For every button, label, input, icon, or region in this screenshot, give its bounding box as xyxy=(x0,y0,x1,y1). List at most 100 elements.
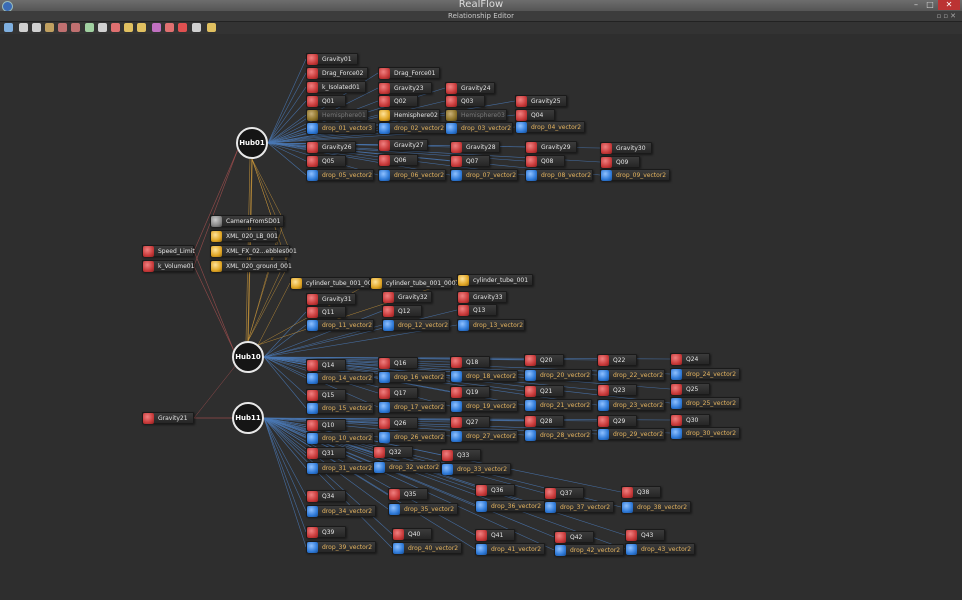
layout-icon[interactable] xyxy=(111,23,120,32)
node-q42[interactable]: Q42 xyxy=(554,531,594,543)
node-q12[interactable]: Q12 xyxy=(382,305,422,317)
node-drop07[interactable]: drop_07_vector2 xyxy=(450,169,518,181)
node-gravity29[interactable]: Gravity29 xyxy=(525,141,577,153)
node-q21[interactable]: Q21 xyxy=(524,385,564,397)
node-gravity27[interactable]: Gravity27 xyxy=(378,139,428,151)
maximize-button[interactable]: □ xyxy=(926,0,934,9)
axis-icon[interactable] xyxy=(207,23,216,32)
node-drop39[interactable]: drop_39_vector2 xyxy=(306,541,376,553)
save-icon[interactable] xyxy=(58,23,67,32)
node-q06[interactable]: Q06 xyxy=(378,154,418,166)
node-drop16[interactable]: drop_16_vector2 xyxy=(378,371,446,383)
redo-icon[interactable] xyxy=(19,23,28,32)
node-q39[interactable]: Q39 xyxy=(306,526,346,538)
node-q10[interactable]: Q10 xyxy=(306,419,346,431)
node-drop10[interactable]: drop_10_vector2 xyxy=(306,432,374,444)
node-hemi02[interactable]: Hemisphere02 xyxy=(378,109,440,121)
node-kisolated[interactable]: k_Isolated01 xyxy=(306,81,366,93)
node-q07[interactable]: Q07 xyxy=(450,155,490,167)
link-icon[interactable] xyxy=(124,23,133,32)
node-q16[interactable]: Q16 xyxy=(378,357,418,369)
node-drop24[interactable]: drop_24_vector2 xyxy=(670,368,740,380)
node-q28[interactable]: Q28 xyxy=(524,415,564,427)
node-drop26[interactable]: drop_26_vector2 xyxy=(378,431,446,443)
node-gravity23[interactable]: Gravity23 xyxy=(378,82,432,94)
node-q31[interactable]: Q31 xyxy=(306,447,346,459)
node-q13[interactable]: Q13 xyxy=(457,304,497,316)
node-q30[interactable]: Q30 xyxy=(670,414,710,426)
node-drop21[interactable]: drop_21_vector2 xyxy=(524,399,592,411)
close-button[interactable]: ✕ xyxy=(938,0,960,10)
hub-hub11[interactable]: Hub11 xyxy=(232,402,264,434)
node-drop37[interactable]: drop_37_vector2 xyxy=(544,501,614,513)
folder-icon[interactable] xyxy=(137,23,146,32)
node-gravity25[interactable]: Gravity25 xyxy=(515,95,567,107)
node-drop23[interactable]: drop_23_vector2 xyxy=(597,399,665,411)
node-gravity30[interactable]: Gravity30 xyxy=(600,142,652,154)
node-q25[interactable]: Q25 xyxy=(670,383,710,395)
node-q34[interactable]: Q34 xyxy=(306,490,346,502)
node-drop03[interactable]: drop_03_vector2 xyxy=(445,122,513,134)
node-drop27[interactable]: drop_27_vector2 xyxy=(450,430,518,442)
node-hemi01[interactable]: Hemisphere01 xyxy=(306,109,368,121)
node-drop22[interactable]: drop_22_vector2 xyxy=(597,369,665,381)
node-drop33[interactable]: drop_33_vector2 xyxy=(441,463,511,475)
node-q18[interactable]: Q18 xyxy=(450,356,490,368)
node-drop38[interactable]: drop_38_vector2 xyxy=(621,501,691,513)
node-q02[interactable]: Q02 xyxy=(378,95,418,107)
minimize-button[interactable]: – xyxy=(914,0,918,9)
node-drop17[interactable]: drop_17_vector2 xyxy=(378,401,446,413)
node-gravity31[interactable]: Gravity31 xyxy=(306,293,356,305)
node-kvolume[interactable]: k_Volume01 xyxy=(142,260,194,272)
node-drop19[interactable]: drop_19_vector2 xyxy=(450,400,518,412)
node-q29[interactable]: Q29 xyxy=(597,415,637,427)
refresh-icon[interactable] xyxy=(71,23,80,32)
node-gravity24[interactable]: Gravity24 xyxy=(445,82,495,94)
hub-hub01[interactable]: Hub01 xyxy=(236,127,268,159)
new-icon[interactable] xyxy=(32,23,41,32)
node-gravity01[interactable]: Gravity01 xyxy=(306,53,358,65)
node-drop20[interactable]: drop_20_vector2 xyxy=(524,369,592,381)
node-q01[interactable]: Q01 xyxy=(306,95,346,107)
grid-icon[interactable] xyxy=(192,23,201,32)
node-q41[interactable]: Q41 xyxy=(475,529,515,541)
node-drop25[interactable]: drop_25_vector2 xyxy=(670,397,740,409)
node-q08[interactable]: Q08 xyxy=(525,155,565,167)
node-dragforce02a[interactable]: Drag_Force02 xyxy=(306,67,368,79)
node-q23[interactable]: Q23 xyxy=(597,384,637,396)
node-q27[interactable]: Q27 xyxy=(450,416,490,428)
zoom-fit-icon[interactable] xyxy=(85,23,94,32)
node-cyl001[interactable]: cylinder_tube_001 xyxy=(457,274,533,286)
node-dragforce02b[interactable]: Drag_Force01 xyxy=(378,67,440,79)
node-xmlfx02[interactable]: XML_FX_02...ebbles001 xyxy=(210,245,297,257)
node-xml020ground[interactable]: XML_020_ground_001 xyxy=(210,260,292,272)
node-drop11[interactable]: drop_11_vector2 xyxy=(306,319,374,331)
node-gravity33[interactable]: Gravity33 xyxy=(457,291,507,303)
node-q32[interactable]: Q32 xyxy=(373,446,413,458)
node-drop42[interactable]: drop_42_vector2 xyxy=(554,544,624,556)
undo-icon[interactable] xyxy=(4,23,13,32)
node-drop14[interactable]: drop_14_vector2 xyxy=(306,372,374,384)
connect-icon[interactable] xyxy=(152,23,161,32)
node-drop06[interactable]: drop_06_vector2 xyxy=(378,169,446,181)
node-q19[interactable]: Q19 xyxy=(450,386,490,398)
node-hemi03[interactable]: Hemisphere03 xyxy=(445,109,507,121)
node-q26[interactable]: Q26 xyxy=(378,417,418,429)
node-q15[interactable]: Q15 xyxy=(306,389,346,401)
node-drop08[interactable]: drop_08_vector2 xyxy=(525,169,593,181)
node-drop35[interactable]: drop_35_vector2 xyxy=(388,503,458,515)
node-q20[interactable]: Q20 xyxy=(524,354,564,366)
node-drop02[interactable]: drop_02_vector2 xyxy=(378,122,446,134)
node-q04[interactable]: Q04 xyxy=(515,109,555,121)
node-q03[interactable]: Q03 xyxy=(445,95,485,107)
node-camera[interactable]: CameraFromSD01 xyxy=(210,215,284,227)
disconnect-icon[interactable] xyxy=(165,23,174,32)
node-drop43[interactable]: drop_43_vector2 xyxy=(625,543,695,555)
node-drop05[interactable]: drop_05_vector2 xyxy=(306,169,374,181)
node-drop34[interactable]: drop_34_vector2 xyxy=(306,505,376,517)
node-drop31[interactable]: drop_31_vector2 xyxy=(306,462,376,474)
node-q36[interactable]: Q36 xyxy=(475,484,515,496)
node-drop32[interactable]: drop_32_vector2 xyxy=(373,461,441,473)
node-q33[interactable]: Q33 xyxy=(441,449,481,461)
